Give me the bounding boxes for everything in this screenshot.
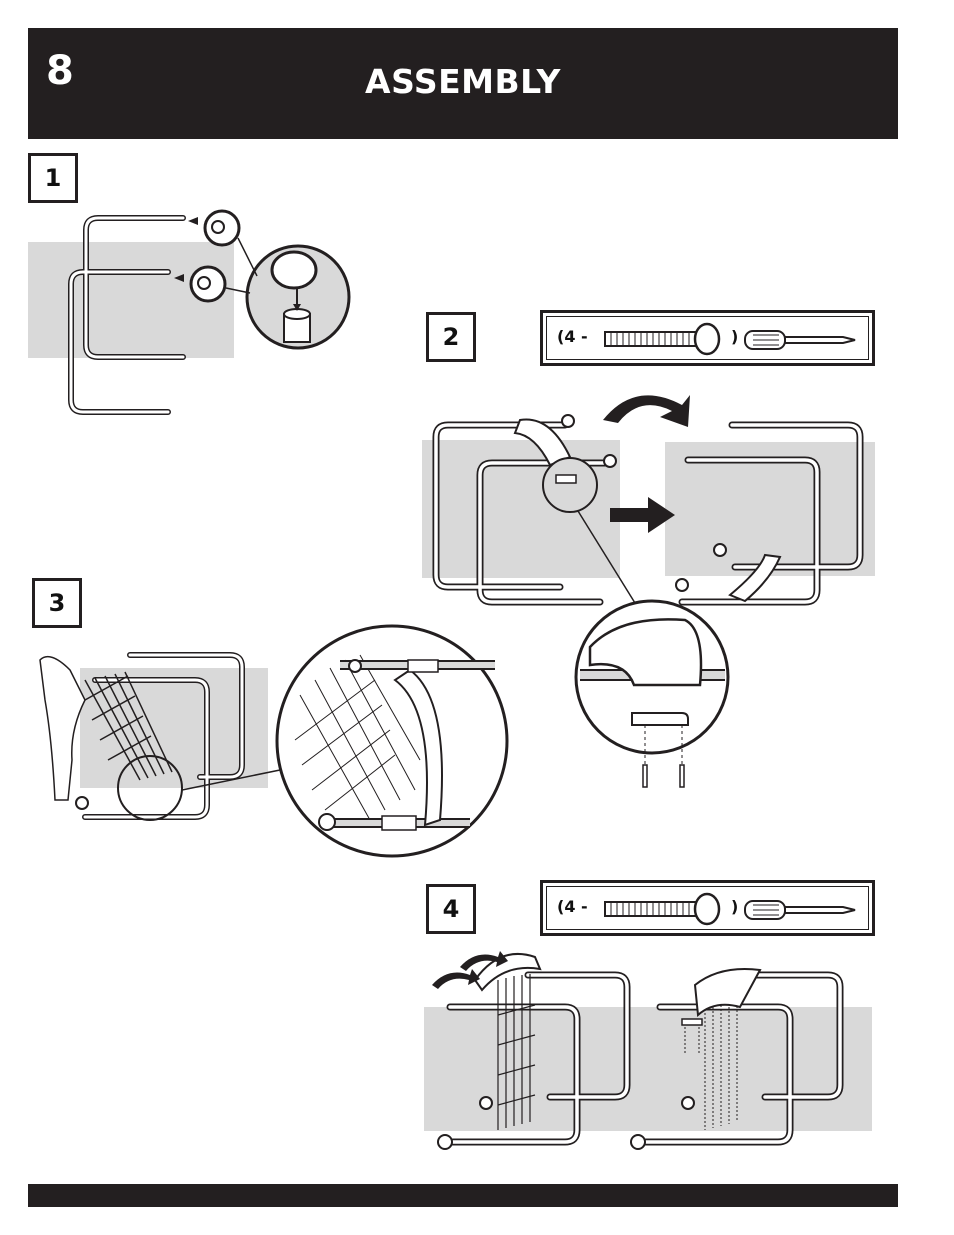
page-header: 8 ASSEMBLY [28, 28, 898, 139]
step-2-hardware-box: (4 - ) [540, 310, 875, 366]
screwdriver-icon [743, 327, 863, 353]
direction-arrow-icon [603, 395, 690, 427]
carriage-bolt-icon [603, 323, 723, 355]
carriage-bolt-icon [603, 893, 723, 925]
step-4-illustration [420, 945, 880, 1170]
step-3-illustration [30, 640, 510, 870]
glue-detail-icon [226, 238, 349, 348]
page-title: ASSEMBLY [28, 62, 898, 101]
step-4-hardware-box: (4 - ) [540, 880, 875, 936]
step-1-illustration [28, 190, 368, 430]
end-cap-icon [174, 267, 225, 301]
hardware-count-label: (4 - [557, 897, 588, 916]
person-figure [40, 657, 85, 800]
hardware-close-label: ) [731, 327, 738, 346]
hardware-close-label: ) [731, 897, 738, 916]
hardware-count-label: (4 - [557, 327, 588, 346]
direction-arrow-icon [610, 497, 675, 533]
step-2-badge: 2 [426, 312, 476, 362]
end-cap-icon [188, 211, 239, 245]
step-3-badge: 3 [32, 578, 82, 628]
direction-arrow-icon [432, 969, 480, 989]
screwdriver-icon [743, 897, 863, 923]
step-4-badge: 4 [426, 884, 476, 934]
footer-bar [28, 1184, 898, 1207]
